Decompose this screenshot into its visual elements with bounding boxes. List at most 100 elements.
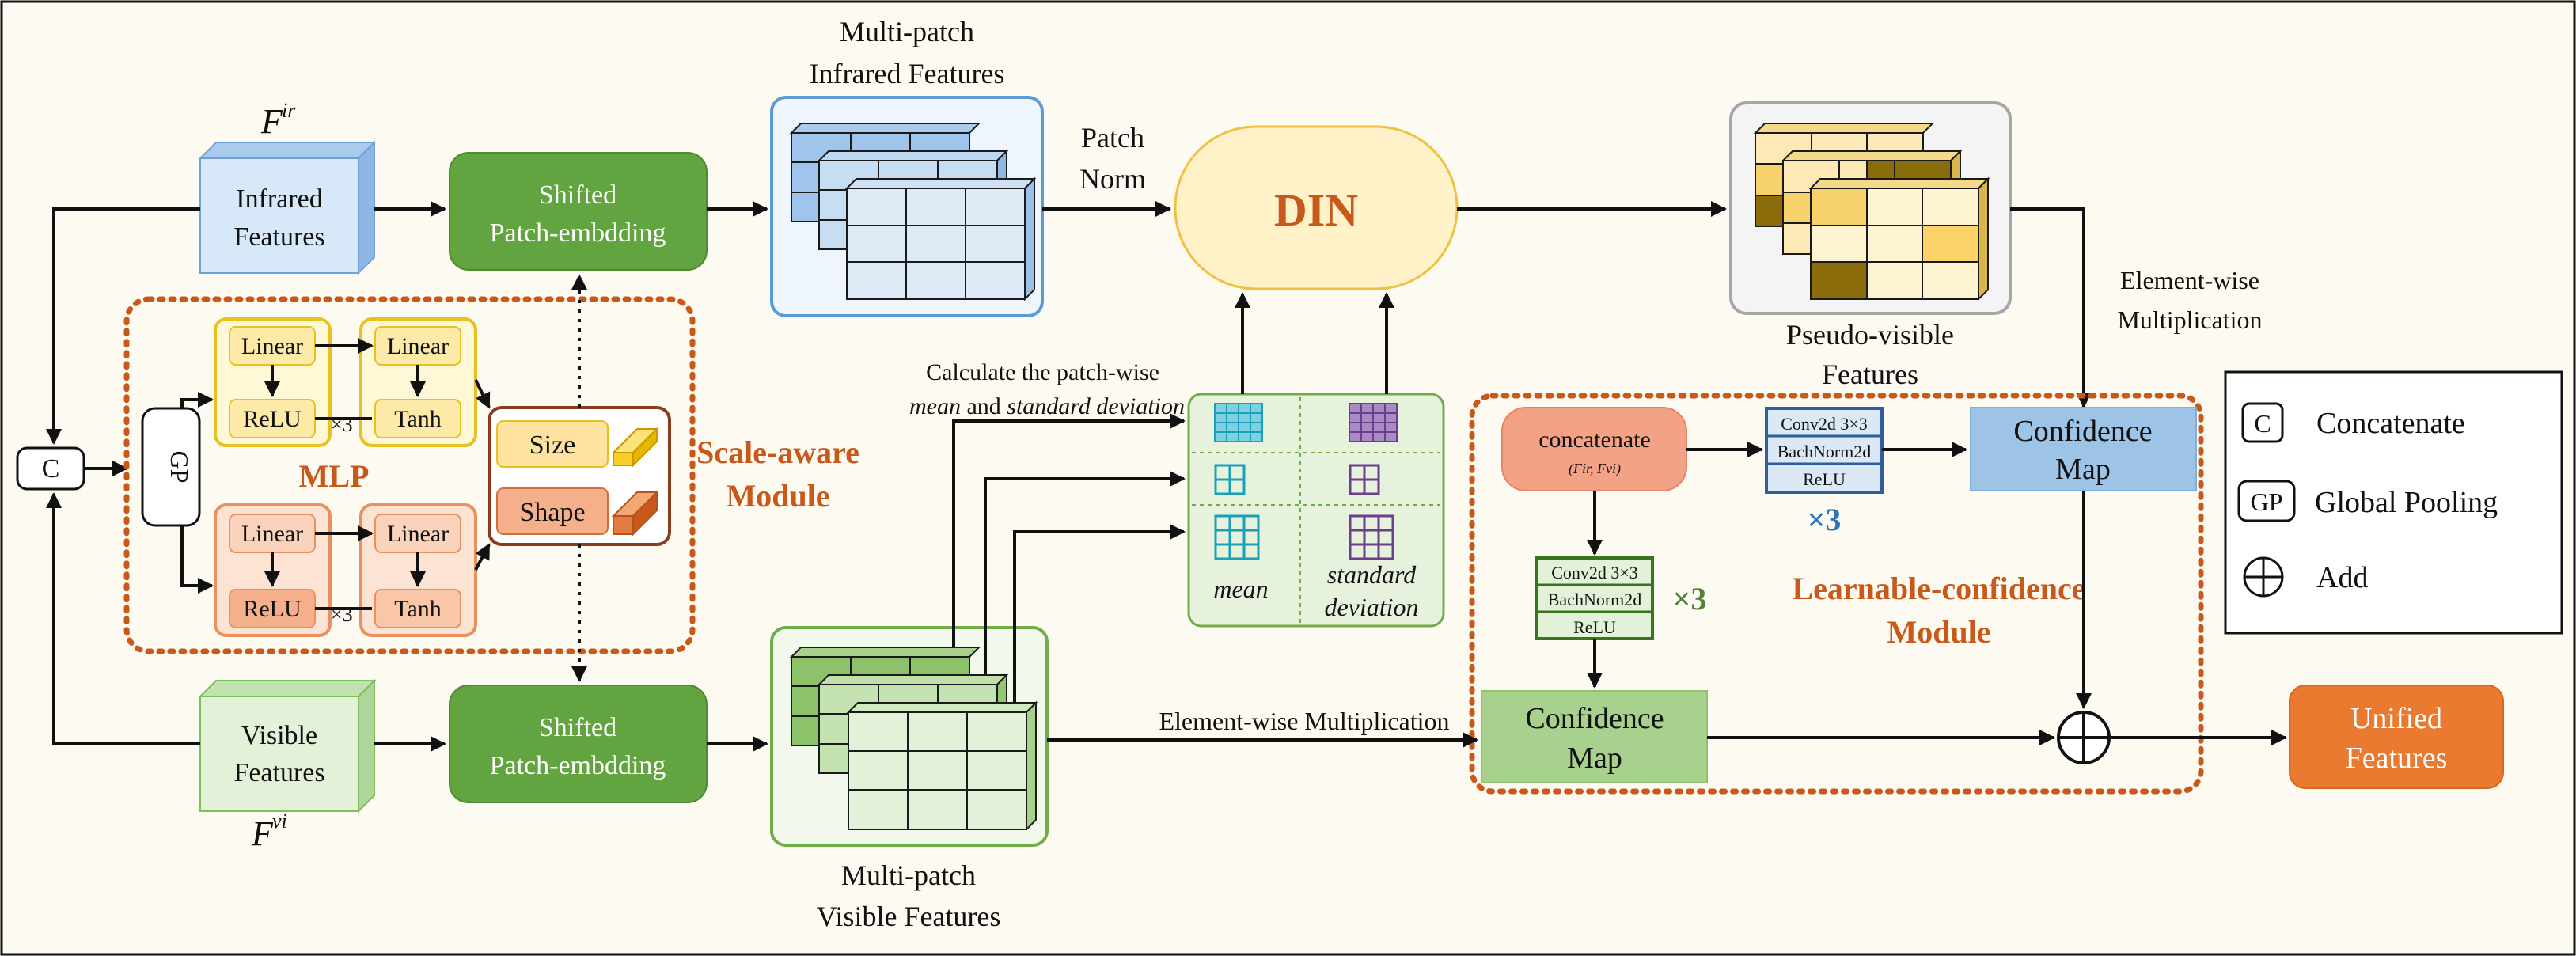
legend-c-label: Concatenate <box>2316 407 2465 440</box>
unified-line1: Unified <box>2350 702 2442 735</box>
mlp-top-tanh-label: Tanh <box>394 406 442 432</box>
shifted-bottom-line1: Shifted <box>539 713 616 742</box>
mean-grid-large <box>1214 403 1263 442</box>
scale-aware-title-line1: Scale-aware <box>696 434 859 470</box>
shape-pill <box>496 487 609 535</box>
std-grid-medium <box>1349 514 1394 560</box>
multi-patch-visible-stack <box>789 647 1038 832</box>
gp-block: GP <box>141 407 201 527</box>
infrared-symbol-sup: ir <box>282 99 296 122</box>
legend-c-symbol: C <box>2254 409 2271 438</box>
conf-top-line1: Confidence <box>2013 415 2152 448</box>
patch-norm-line1: Patch <box>1081 122 1144 154</box>
size-cube-icon <box>611 427 659 468</box>
conf-bottom-line2: Map <box>1567 742 1622 775</box>
legend-gp-symbol: GP <box>2251 487 2283 516</box>
scale-aware-module-border <box>123 296 696 654</box>
mlp-top-linear-label: Linear <box>241 333 303 359</box>
unified-features-block <box>2289 685 2504 789</box>
shape-cube-icon <box>611 490 659 537</box>
legend-gp-label: Global Pooling <box>2315 486 2498 519</box>
multi-ir-line1: Multi-patch <box>840 16 974 47</box>
std-grid-small <box>1349 464 1380 495</box>
learnable-confidence-module-border <box>1469 393 2204 795</box>
infrared-symbol-f: F <box>260 102 283 141</box>
infrared-label-line1: Infrared <box>236 184 322 214</box>
visible-features-cube: Visible Features <box>198 678 377 814</box>
size-label: Size <box>529 431 576 460</box>
confidence-map-top <box>1970 407 2197 491</box>
gp-label: GP <box>165 451 194 484</box>
conv-stack-right <box>1765 407 1884 494</box>
conf-bottom-line1: Confidence <box>1525 702 1664 735</box>
legend-add-label: Add <box>2316 561 2368 594</box>
mlp-label: MLP <box>299 458 370 494</box>
unified-line2: Features <box>2346 742 2448 775</box>
infrared-symbol: F ir <box>260 99 296 141</box>
visible-symbol: F vi <box>251 810 287 853</box>
patch-norm-line2: Norm <box>1079 163 1146 195</box>
shifted-bottom-line2: Patch-embdding <box>490 751 666 780</box>
legend-c-symbol-box <box>2241 402 2284 443</box>
relu-right-label: ReLU <box>1803 469 1846 489</box>
calc-line2: mean and standard deviation <box>909 393 1185 419</box>
multi-vi-line2: Visible Features <box>817 901 1001 932</box>
mlp-bottom-times3: ×3 <box>331 603 353 626</box>
calc-std: standard deviation <box>1007 393 1185 419</box>
concatenate-label: concatenate <box>1538 427 1651 453</box>
conv-stack-down <box>1535 556 1654 640</box>
multi-vi-line1: Multi-patch <box>841 859 976 891</box>
pseudo-line1: Pseudo-visible <box>1786 319 1954 351</box>
din-label: DIN <box>1274 184 1358 236</box>
mlp-bottom-linear-label: Linear <box>241 521 303 547</box>
conv-down-times3: ×3 <box>1673 581 1707 616</box>
confidence-map-bottom <box>1481 690 1708 783</box>
legend-add-icon <box>2243 556 2284 598</box>
conv-right-label: Conv2d 3×3 <box>1781 414 1868 434</box>
relu-down-label: ReLU <box>1573 617 1616 637</box>
pseudo-visible-stack <box>1753 123 1990 302</box>
conf-top-line2: Map <box>2055 453 2111 486</box>
learnable-title-line1: Learnable-confidence <box>1792 571 2085 606</box>
learnable-title-line2: Module <box>1887 614 1990 650</box>
scale-aware-title-line2: Module <box>726 478 829 514</box>
ew-right-line1: Element-wise <box>2120 266 2259 294</box>
stats-std-line1: standard <box>1327 560 1417 589</box>
mlp-bottom-tanh-label: Tanh <box>394 596 442 622</box>
mlp-top-linear2-label: Linear <box>387 333 449 359</box>
bn-right-label: BachNorm2d <box>1777 442 1872 461</box>
stats-mean-label: mean <box>1213 575 1268 603</box>
concatenate-args: (Fir, Fvi) <box>1569 461 1621 477</box>
visible-label-line1: Visible <box>241 721 317 750</box>
mlp-top-times3: ×3 <box>331 413 353 436</box>
stats-std-line2: deviation <box>1324 593 1418 621</box>
infrared-label-line2: Features <box>233 222 324 252</box>
infrared-features-cube: Infrared Features <box>198 140 377 275</box>
visible-symbol-f: F <box>251 814 274 853</box>
visible-symbol-sup: vi <box>272 810 287 833</box>
shifted-patch-embedding-bottom <box>449 685 708 803</box>
multi-ir-line2: Infrared Features <box>810 58 1005 89</box>
shifted-top-line1: Shifted <box>539 180 616 210</box>
visible-label-line2: Features <box>233 758 324 787</box>
calc-and: and <box>961 393 1007 419</box>
conv-right-times3: ×3 <box>1808 502 1842 537</box>
concat-node: C <box>16 446 85 491</box>
bn-down-label: BachNorm2d <box>1548 590 1642 609</box>
ew-bottom-label: Element-wise Multiplication <box>1159 707 1449 735</box>
conv-down-label: Conv2d 3×3 <box>1551 563 1638 582</box>
mlp-bottom-relu-label: ReLU <box>243 596 302 622</box>
pseudo-line2: Features <box>1822 358 1918 390</box>
shape-label: Shape <box>519 498 585 527</box>
add-node <box>2057 711 2111 764</box>
calc-line1: Calculate the patch-wise <box>926 359 1159 385</box>
mlp-bottom-tanh-box <box>374 589 461 628</box>
stats-box <box>1187 393 1445 628</box>
ew-right-line2: Multiplication <box>2117 305 2262 334</box>
std-grid-large <box>1349 403 1398 442</box>
concat-symbol: C <box>42 454 60 484</box>
mlp-bottom-linear2-label: Linear <box>387 521 449 547</box>
mean-grid-small <box>1214 464 1246 495</box>
mlp-top-tanh-box <box>374 399 461 438</box>
